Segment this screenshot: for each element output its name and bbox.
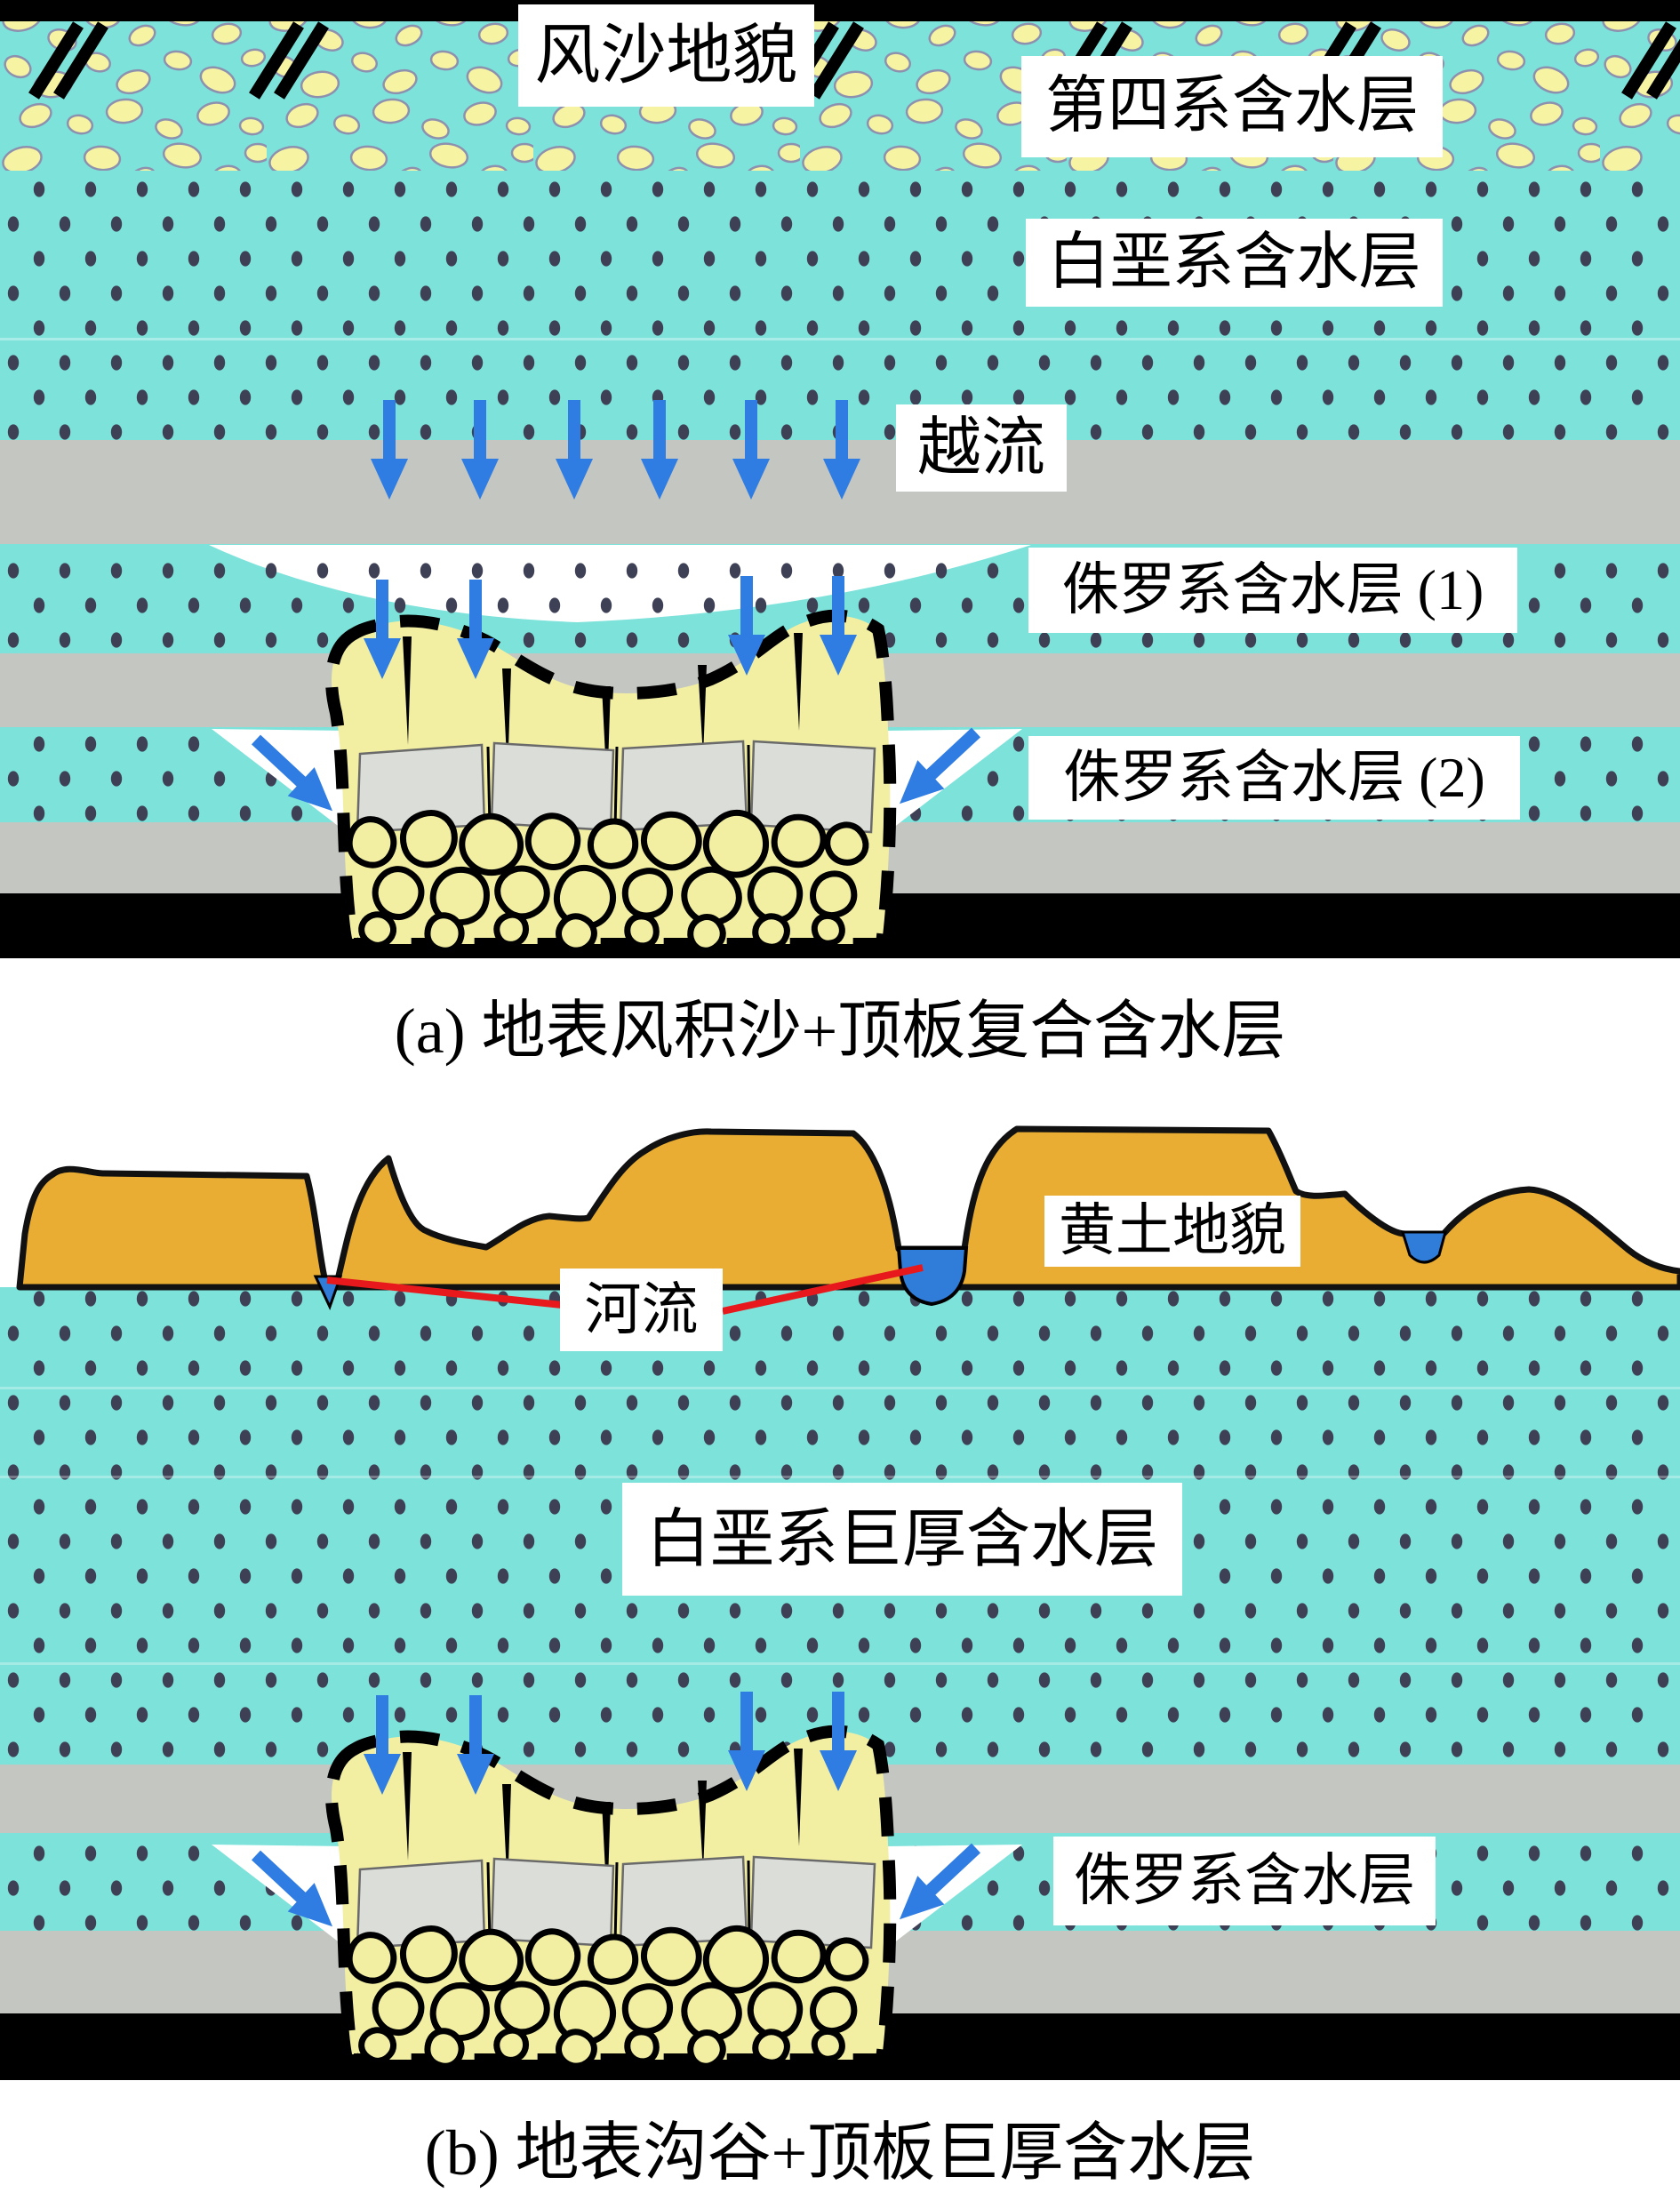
label-quaternary-aquifer: 第四系含水层 xyxy=(1021,56,1443,157)
caption-panel-b: (b) 地表沟谷+顶板巨厚含水层 xyxy=(424,2117,1256,2189)
label-cretaceous-aquifer: 白垩系含水层 xyxy=(1026,219,1443,307)
label-jurassic-aquifer-1: 侏罗系含水层 (1) xyxy=(1028,548,1517,633)
bedding-line xyxy=(0,1387,1680,1389)
cretaceous-dot-texture xyxy=(0,174,1680,440)
river-leader-lines xyxy=(326,1264,924,1315)
bedding-line xyxy=(0,1476,1680,1478)
river-valley-2 xyxy=(896,1246,969,1307)
bedding-line xyxy=(0,338,1680,340)
label-river: 河流 xyxy=(560,1269,723,1351)
label-loess-landform: 黄土地貌 xyxy=(1044,1196,1300,1267)
panel-b-diagram xyxy=(0,1125,1680,2080)
loess-hills xyxy=(16,1125,1680,1291)
label-jurassic-aquifer-b: 侏罗系含水层 xyxy=(1053,1837,1436,1925)
river-valley-3 xyxy=(1400,1230,1447,1264)
label-jurassic-aquifer-2: 侏罗系含水层 (2) xyxy=(1028,736,1520,820)
label-cretaceous-thick-aquifer: 白垩系巨厚含水层 xyxy=(622,1483,1182,1596)
label-leakage: 越流 xyxy=(896,404,1067,492)
ground-surface-bar xyxy=(0,0,1680,21)
caption-panel-a: (a) 地表风积沙+顶板复合含水层 xyxy=(394,996,1286,1067)
label-wind-sand-landform: 风沙地貌 xyxy=(518,4,814,107)
bedding-line xyxy=(0,1662,1680,1665)
